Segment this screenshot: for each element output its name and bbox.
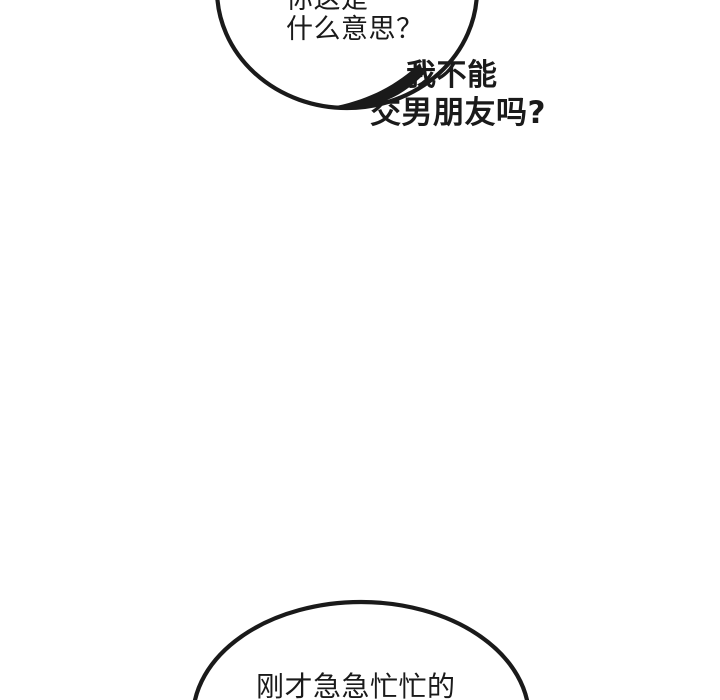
speech-bubble-bottom-line-1: 刚才急急忙忙的 xyxy=(256,670,456,700)
speech-bubble-top-line-2: 什么意思？ xyxy=(286,14,424,45)
speech-bubble-top xyxy=(215,0,479,111)
dialogue-right-line-1: 我不能 xyxy=(406,58,498,93)
speech-bubble-bottom xyxy=(192,599,530,700)
speech-bubble-top-line-1: 你这是 xyxy=(286,0,369,15)
dialogue-right-line-2: 交男朋友吗? xyxy=(370,95,546,131)
speech-bubble-top-tail xyxy=(336,63,424,108)
speech-bubble-bottom-outline xyxy=(192,599,530,700)
